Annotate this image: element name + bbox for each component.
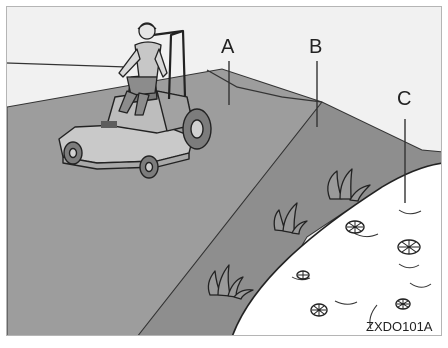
callout-label-c: C — [397, 88, 411, 110]
lily-pad-icon — [297, 271, 309, 279]
figure-frame: A B C ZXDO101A — [6, 6, 442, 336]
lily-pad-icon — [396, 299, 410, 309]
horizon-line — [7, 63, 127, 67]
lily-pad-icon — [311, 304, 327, 316]
lily-pad-icon — [346, 221, 364, 233]
callout-label-b: B — [309, 36, 322, 58]
callout-label-a: A — [221, 36, 235, 58]
lily-pad-icon — [398, 240, 420, 254]
slope-diagram: A B C ZXDO101A — [7, 7, 442, 336]
figure-code: ZXDO101A — [366, 319, 433, 334]
